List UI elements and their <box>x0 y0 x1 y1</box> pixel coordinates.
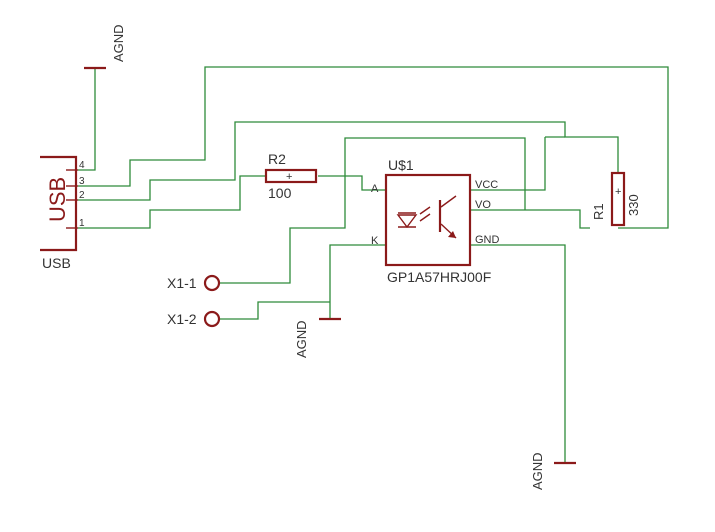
r2-name: R2 <box>268 151 286 167</box>
usb-pin-2: 2 <box>79 190 85 201</box>
usb-connector: USB 4 3 2 1 USB <box>40 155 85 271</box>
light-arrow-2 <box>419 213 431 222</box>
r1-value: 330 <box>626 194 641 216</box>
usb-name: USB <box>45 177 70 222</box>
r2-value: 100 <box>268 185 292 201</box>
r1-name: R1 <box>591 203 606 220</box>
wire-r2-anode <box>318 175 386 191</box>
r1-body <box>610 171 626 227</box>
resistor-r2: + R2 100 <box>264 151 318 201</box>
x1-2-label: X1-2 <box>167 311 197 327</box>
wire-agnd-usb4 <box>78 68 96 171</box>
led-triangle <box>396 214 418 229</box>
u1-value: GP1A57HRJ00F <box>387 269 491 285</box>
ground-bottom: AGND <box>530 452 576 490</box>
wire-x1-1-vo <box>220 137 526 284</box>
usb-pin-4: 4 <box>79 160 85 171</box>
resistor-r1: + R1 330 <box>591 171 641 227</box>
usb-pin-3: 3 <box>79 176 85 187</box>
usb-pin-1: 1 <box>79 218 85 229</box>
r1-sign: + <box>615 186 621 198</box>
wire-usb3-outer-loop <box>78 66 669 229</box>
r2-sign: + <box>286 171 292 183</box>
usb-body <box>40 155 78 252</box>
wire-cathode-gnd <box>329 244 386 318</box>
u1-name: U$1 <box>388 157 414 173</box>
wire-x1-2-gnd <box>220 301 330 320</box>
x1-2-pad <box>203 310 221 328</box>
u1-body <box>384 173 472 267</box>
usb-value: USB <box>42 255 71 271</box>
connector-x1: X1-1 X1-2 <box>167 274 221 328</box>
wire-vcc-pin <box>470 137 546 191</box>
light-arrow-1 <box>419 206 431 215</box>
optocoupler-u1: U$1 GP1A57HRJ00F A K VCC VO GND <box>371 157 500 285</box>
transistor-arrow <box>448 231 456 238</box>
r2-body <box>264 168 318 184</box>
ground-mid-label: AGND <box>294 320 309 358</box>
wire-usb2-vcc <box>78 121 619 201</box>
ground-top: AGND <box>84 24 126 70</box>
wires <box>78 66 669 462</box>
u1-pin-vo: VO <box>475 199 491 211</box>
x1-1-pad <box>203 274 221 292</box>
transistor-collector <box>440 195 457 208</box>
x1-1-label: X1-1 <box>167 275 197 291</box>
wire-gnd-bottom <box>470 244 566 462</box>
u1-pin-k: K <box>371 235 379 247</box>
wire-usb1-r2 <box>78 175 265 229</box>
u1-pin-gnd: GND <box>475 234 500 246</box>
u1-pin-vcc: VCC <box>475 179 498 191</box>
u1-pin-a: A <box>371 183 379 195</box>
ground-top-label: AGND <box>111 24 126 62</box>
ground-bottom-label: AGND <box>530 452 545 490</box>
wire-vo <box>470 209 590 229</box>
ground-mid: AGND <box>294 317 341 358</box>
